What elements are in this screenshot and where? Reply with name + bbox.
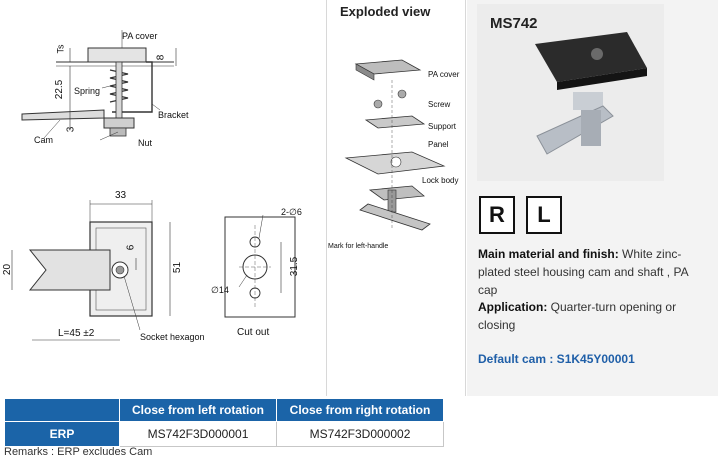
exploded-view-drawing: PA cover Screw Support Panel Lock body M…: [326, 40, 466, 260]
cutout-svg: [224, 214, 296, 318]
table-header-blank: [4, 398, 120, 422]
label-dim-length: L=45 ±2: [58, 328, 95, 339]
side-view-drawing: PA cover Ts 8 Spring 22.5 Bracket Cam 3 …: [0, 0, 200, 160]
table-header-row: Close from left rotation Close from righ…: [4, 398, 444, 422]
cutout-caption: Cut out: [237, 327, 270, 338]
default-cam-link[interactable]: Default cam : S1K45Y00001: [478, 352, 635, 366]
exploded-view-title: Exploded view: [340, 4, 431, 19]
table-row-label: ERP: [4, 421, 120, 447]
label-spring: Spring: [74, 86, 101, 96]
product-photo-svg: [535, 32, 647, 155]
spec-material-text: White zinc-plated steel housing cam and …: [478, 247, 688, 297]
label-diameter: ∅14: [211, 285, 229, 295]
product-photo-label: MS742: [490, 15, 538, 32]
label-dim-33: 33: [115, 190, 127, 201]
exploded-label-screw: Screw: [428, 100, 451, 109]
exploded-label-lock-body: Lock body: [422, 176, 459, 185]
spec-material: Main material and finish: White zinc-pla…: [478, 245, 710, 299]
label-cam: Cam: [34, 135, 54, 145]
table-cell-right-code: MS742F3D000002: [276, 421, 444, 447]
exploded-label-pa-cover: PA cover: [428, 70, 460, 79]
exploded-view-panel: [326, 0, 466, 396]
spec-application-label: Application:: [478, 300, 548, 314]
spec-application-text: Quarter-turn opening or closing: [478, 300, 677, 332]
label-dim-20: 20: [2, 263, 14, 276]
label-dim-6: 6: [125, 244, 137, 251]
label-ts: Ts: [55, 44, 66, 54]
label-nut: Nut: [138, 138, 153, 148]
exploded-label-support: Support: [428, 122, 457, 131]
label-dim-22-5: 22.5: [54, 79, 66, 100]
cutout-drawing: 2-∅6 ∅14 31.5 Cut out: [211, 195, 320, 345]
exploded-label-panel: Panel: [428, 140, 449, 149]
front-view-svg: [11, 200, 171, 341]
table-row: ERP MS742F3D000001 MS742F3D000002: [4, 421, 444, 447]
exploded-svg: [344, 59, 446, 231]
label-dim-31-5: 31.5: [289, 256, 301, 277]
label-dim-8: 8: [155, 54, 167, 61]
table-cell-left-code: MS742F3D000001: [118, 421, 278, 447]
part-code-table: Close from left rotation Close from righ…: [4, 398, 444, 447]
table-header-right: Close from right rotation: [276, 398, 444, 422]
label-bracket: Bracket: [158, 110, 189, 120]
front-view-drawing: 33 6 20 51 L=45 ±2 Socket hexagon: [0, 180, 215, 350]
direction-right-box: R: [479, 196, 515, 234]
spec-application: Application: Quarter-turn opening or clo…: [478, 298, 710, 334]
label-dim-3: 3: [65, 126, 77, 133]
label-holes: 2-∅6: [281, 207, 302, 217]
spec-material-label: Main material and finish:: [478, 247, 619, 261]
remarks-text: Remarks : ERP excludes Cam: [4, 446, 153, 458]
label-dim-51: 51: [172, 261, 184, 274]
table-header-left: Close from left rotation: [118, 398, 278, 422]
direction-left-box: L: [526, 196, 562, 234]
exploded-label-mark: Mark for left-handle: [328, 243, 389, 250]
side-view-svg: [21, 30, 177, 141]
label-socket-hexagon: Socket hexagon: [140, 332, 205, 342]
product-photo: [477, 4, 664, 181]
label-pa-cover: PA cover: [122, 31, 158, 41]
